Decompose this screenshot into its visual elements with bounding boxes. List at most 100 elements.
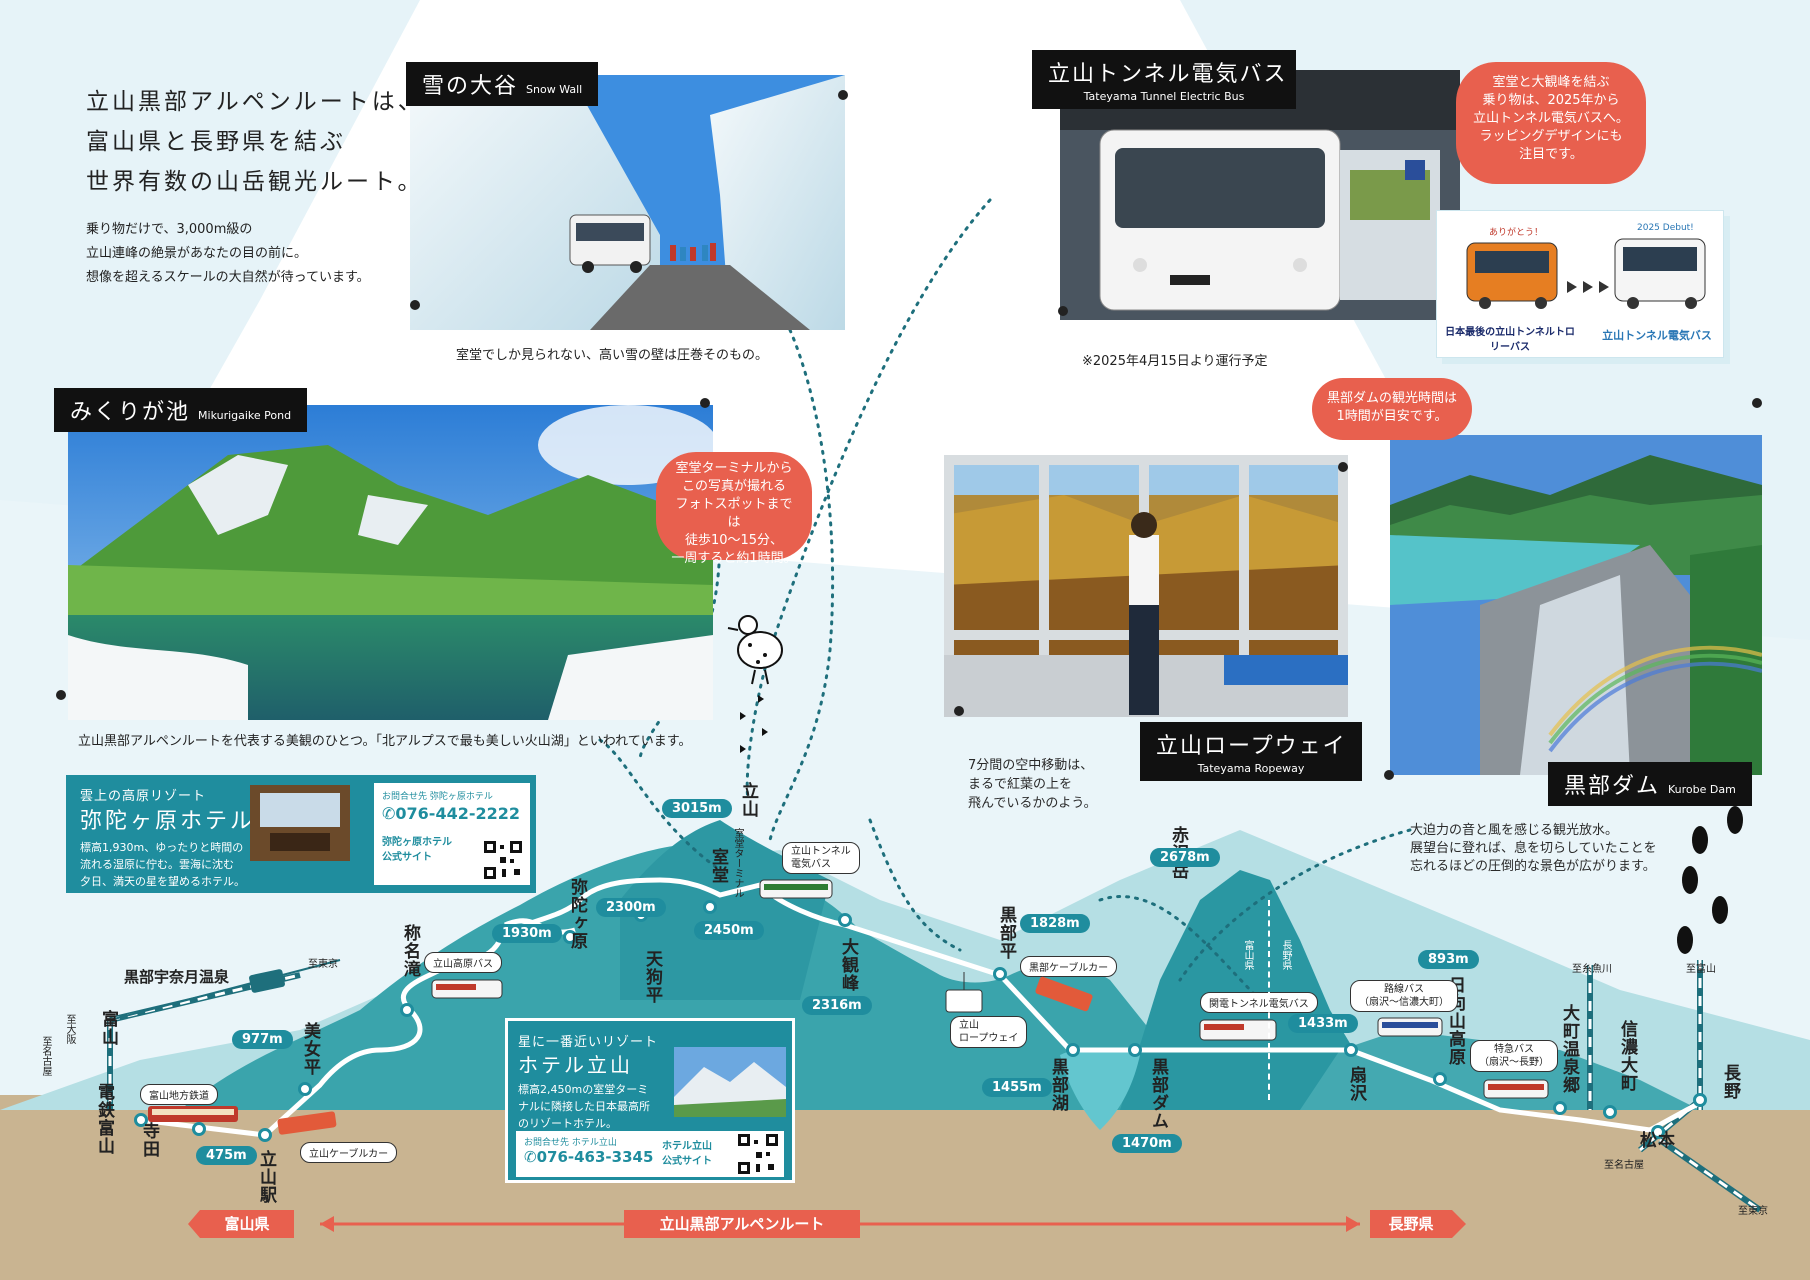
contact-site[interactable]: 弥陀ヶ原ホテル 公式サイト	[382, 833, 522, 863]
altitude-tateyama-eki: 475m	[196, 1146, 257, 1165]
ropeway-caption-line: 飛んでいるかのよう。	[968, 796, 1097, 811]
ropeway-title-en: Tateyama Ropeway	[1197, 762, 1305, 775]
bubble-line: 一周すると約1時間。	[671, 551, 797, 566]
bus-inset-new-small: 2025 Debut!	[1637, 223, 1694, 233]
dam-photo	[1390, 435, 1762, 775]
dam-title-jp: 黒部ダム	[1564, 774, 1661, 799]
snow-wall-photo	[410, 75, 845, 330]
pond-illustration	[68, 405, 713, 720]
station-node-kurobeko[interactable]	[1066, 1043, 1080, 1057]
station-label-kurobe-dam: 黒部ダム	[1148, 1058, 1168, 1130]
altitude-midagahara: 1930m	[492, 924, 562, 943]
vehicle-tag-kurobe-cable: 黒部ケーブルカー	[1020, 956, 1118, 977]
station-label-kurobeko: 黒部湖	[1048, 1058, 1068, 1112]
contact-phone[interactable]: ✆076-463-3345	[524, 1148, 654, 1166]
station-node-daikanbo[interactable]	[838, 913, 852, 927]
station-label-midagahara: 弥陀ヶ原	[567, 878, 587, 950]
intro-body-line: 想像を超えるスケールの大自然が待っています。	[86, 270, 370, 285]
bus-inset: ありがとう！ 2025 Debut! 日本最後の立山トンネルトロリーバス 立山ト…	[1436, 210, 1724, 358]
direction-to-nagoya2: 至名古屋	[1604, 1160, 1644, 1171]
dam-illustration	[1390, 435, 1762, 775]
qr-code-icon[interactable]	[484, 841, 522, 879]
bubble-line: 乗り物は、2025年から	[1482, 93, 1620, 108]
ropeway-caption: 7分間の空中移動は、 まるで紅葉の上を 飛んでいるかのよう。	[968, 756, 1097, 813]
corner-node	[700, 398, 710, 408]
corner-node	[838, 90, 848, 100]
corner-node	[1384, 770, 1394, 780]
station-label-tateyama-eki: 立山駅	[256, 1150, 276, 1204]
station-label-dentetsu-toyama: 電鉄富山	[94, 1083, 114, 1155]
station-label-omachi-onsen: 大町温泉郷	[1559, 1004, 1579, 1094]
station-node-shomyodaki[interactable]	[400, 1003, 414, 1017]
vehicle-tag-tokkyu-bus: 特急バス （扇沢～長野）	[1470, 1040, 1558, 1072]
border-label-toyama: 富山県	[1242, 940, 1253, 970]
station-node-midagahara[interactable]	[563, 930, 577, 944]
altitude-kurobeko: 1455m	[982, 1078, 1052, 1097]
bubble-line: 黒部ダムの観光時間は	[1326, 391, 1457, 406]
contact-phone[interactable]: ✆076-442-2222	[382, 804, 521, 823]
station-node-nagano[interactable]	[1693, 1093, 1707, 1107]
station-node-tateyama-eki[interactable]	[258, 1128, 272, 1142]
station-node-ogizawa[interactable]	[1344, 1043, 1358, 1057]
intro-body: 乗り物だけで、3,000m級の 立山連峰の絶景があなたの目の前に。 想像を超える…	[86, 218, 426, 290]
station-label-bijodaira: 美女平	[300, 1022, 320, 1076]
station-node-toyama[interactable]	[134, 1113, 148, 1127]
dam-bubble: 黒部ダムの観光時間は 1時間が目安です。	[1312, 378, 1472, 440]
direction-to-toyama: 至富山	[1686, 964, 1716, 975]
desc-line: 流れる湿原に佇む。雲海に沈む	[80, 858, 234, 871]
station-node-omachi-onsen[interactable]	[1553, 1101, 1567, 1115]
bubble-line: 注目です。	[1519, 147, 1583, 162]
ropeway-title: 立山ロープウェイ Tateyama Ropeway	[1140, 722, 1362, 781]
station-node-shinano-omachi[interactable]	[1603, 1105, 1617, 1119]
station-label-matsumoto: 松本	[1640, 1131, 1676, 1151]
direction-to-nagoya: 至名古屋	[40, 1036, 51, 1076]
station-node-kurobedaira[interactable]	[993, 967, 1007, 981]
station-node-bijodaira[interactable]	[298, 1082, 312, 1096]
contact-label: お問合せ先 弥陀ヶ原ホテル	[382, 792, 493, 802]
vehicle-tag-chiho: 富山地方鉄道	[140, 1084, 218, 1105]
station-label-shomyodaki: 称名滝	[400, 924, 420, 978]
bus-inset-old-label: 日本最後の立山トンネルトロリーバス	[1445, 327, 1575, 353]
pond-title-en: Mikurigaike Pond	[198, 409, 292, 422]
tag-line: （扇沢～信濃大町）	[1359, 997, 1449, 1008]
corner-node	[1338, 462, 1348, 472]
station-node-kurobe-dam[interactable]	[1128, 1043, 1142, 1057]
corner-node	[954, 706, 964, 716]
snow-wall-illustration	[410, 75, 845, 330]
altitude-murodo: 2450m	[694, 921, 764, 940]
station-label-ogizawa: 扇沢	[1346, 1066, 1366, 1102]
station-node-terada[interactable]	[192, 1122, 206, 1136]
station-node-murodo[interactable]	[703, 900, 717, 914]
hotel-tateyama-photo	[674, 1047, 786, 1117]
corner-node	[410, 300, 420, 310]
altitude-tateyama: 3015m	[662, 799, 732, 818]
route-label: 立山黒部アルペンルート	[624, 1210, 860, 1238]
corner-node	[1752, 398, 1762, 408]
bus-photo	[1060, 70, 1460, 320]
bubble-line: フォトスポットまでは	[675, 497, 793, 530]
altitude-hinata: 893m	[1418, 950, 1479, 969]
vehicle-tag-cable: 立山ケーブルカー	[300, 1142, 398, 1163]
intro-body-line: 乗り物だけで、3,000m級の	[86, 222, 253, 237]
altitude-daikanbo: 2316m	[802, 996, 872, 1015]
contact-site[interactable]: ホテル立山 公式サイト	[662, 1137, 712, 1167]
dam-caption-line: 展望台に登れば、息を切らしていたことを	[1410, 841, 1657, 856]
tag-line: 電気バス	[791, 859, 831, 870]
intro-headline-line: 立山黒部アルペンルートは、	[86, 89, 424, 115]
midagahara-hotel-name: 弥陀ヶ原ホテル	[80, 809, 256, 834]
hotel-tateyama-subtitle: 星に一番近いリゾート	[518, 1035, 659, 1050]
direction-to-tokyo-bottom: 至東京	[1738, 1206, 1768, 1217]
intro-headline-line: 富山県と長野県を結ぶ	[86, 129, 346, 155]
bubble-line: 立山トンネル電気バスへ。	[1473, 111, 1629, 126]
tag-line: 立山	[959, 1020, 979, 1031]
qr-code-icon[interactable]	[738, 1134, 778, 1174]
desc-line: ナルに隣接した日本最高所	[518, 1100, 650, 1113]
ropeway-title-jp: 立山ロープウェイ	[1156, 734, 1347, 759]
bus-caption: ※2025年4月15日より運行予定	[1082, 354, 1268, 369]
station-node-matsumoto[interactable]	[1651, 1125, 1665, 1139]
tag-line: 路線バス	[1384, 984, 1424, 995]
station-node-hinatayama[interactable]	[1433, 1072, 1447, 1086]
midagahara-hotel-desc: 標高1,930m、ゆったりと時間の 流れる湿原に佇む。雲海に沈む 夕日、満天の星…	[80, 839, 245, 890]
